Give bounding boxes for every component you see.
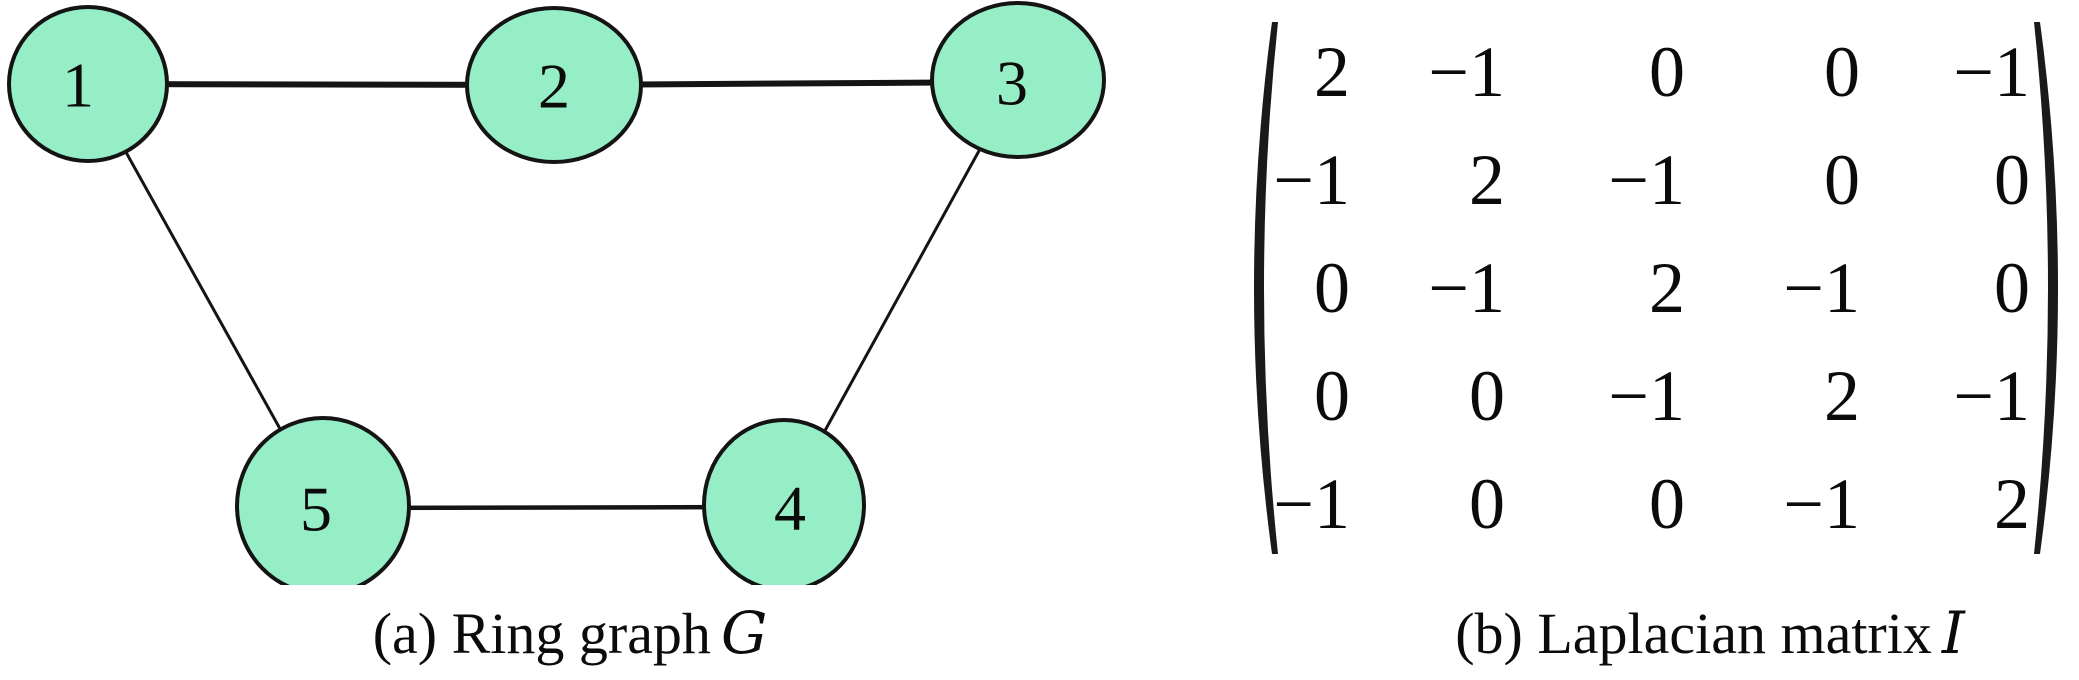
matrix-cell-2-2: 2	[1649, 248, 1685, 328]
caption-a-text: (a) Ring graph	[372, 601, 711, 666]
node-1-label: 1	[62, 49, 94, 120]
graph-node-4: 4	[702, 418, 866, 585]
matrix-cell-1-4: 0	[1994, 140, 2030, 220]
matrix-cell-1-0: −1	[1273, 140, 1350, 220]
caption-b-text: (b) Laplacian matrix	[1455, 601, 1932, 666]
node-2-circle	[465, 6, 643, 164]
graph-node-5: 5	[235, 416, 411, 585]
matrix-right-paren	[2034, 22, 2058, 554]
matrix-cell-1-2: −1	[1608, 140, 1685, 220]
matrix-cell-4-2: 0	[1649, 464, 1685, 544]
ring-graph-panel: 1 2 3 5 4	[7, 1, 1106, 585]
matrix-cell-1-1: 2	[1469, 140, 1505, 220]
matrix-cell-3-1: 0	[1469, 356, 1505, 436]
node-5-circle	[235, 416, 411, 585]
matrix-cell-2-1: −1	[1428, 248, 1505, 328]
matrix-cell-4-4: 2	[1994, 464, 2030, 544]
graph-node-1: 1	[7, 5, 169, 163]
laplacian-matrix: 2 −1 0 0 −1 −1 2 −1 0 0 0 −1 2 −1 0 0 0 …	[1255, 18, 2030, 558]
matrix-cell-0-1: −1	[1428, 32, 1505, 112]
matrix-cell-2-3: −1	[1783, 248, 1860, 328]
matrix-cell-4-3: −1	[1783, 464, 1860, 544]
matrix-cell-0-0: 2	[1314, 32, 1350, 112]
matrix-cell-3-3: 2	[1824, 356, 1860, 436]
node-4-circle	[702, 418, 866, 585]
graph-node-3: 3	[930, 1, 1106, 159]
matrix-cell-2-4: 0	[1994, 248, 2030, 328]
node-1-circle	[7, 5, 169, 163]
matrix-cell-2-0: 0	[1314, 248, 1350, 328]
matrix-cell-1-3: 0	[1824, 140, 1860, 220]
matrix-cell-0-4: −1	[1953, 32, 2030, 112]
matrix-left-paren	[1254, 22, 1278, 554]
node-3-label: 3	[996, 47, 1028, 118]
matrix-cell-0-2: 0	[1649, 32, 1685, 112]
node-3-circle	[930, 1, 1106, 159]
matrix-cell-4-0: −1	[1273, 464, 1350, 544]
matrix-cell-3-4: −1	[1953, 356, 2030, 436]
node-4-label: 4	[774, 472, 806, 543]
graph-node-2: 2	[465, 6, 643, 164]
matrix-cell-0-3: 0	[1824, 32, 1860, 112]
matrix-cell-3-0: 0	[1314, 356, 1350, 436]
caption-b-matrix-symbol: I	[1941, 599, 1965, 667]
caption-a-graph-symbol: G	[720, 599, 768, 667]
matrix-cell-3-2: −1	[1608, 356, 1685, 436]
node-5-label: 5	[300, 473, 332, 544]
node-2-label: 2	[538, 50, 570, 121]
matrix-cell-4-1: 0	[1469, 464, 1505, 544]
